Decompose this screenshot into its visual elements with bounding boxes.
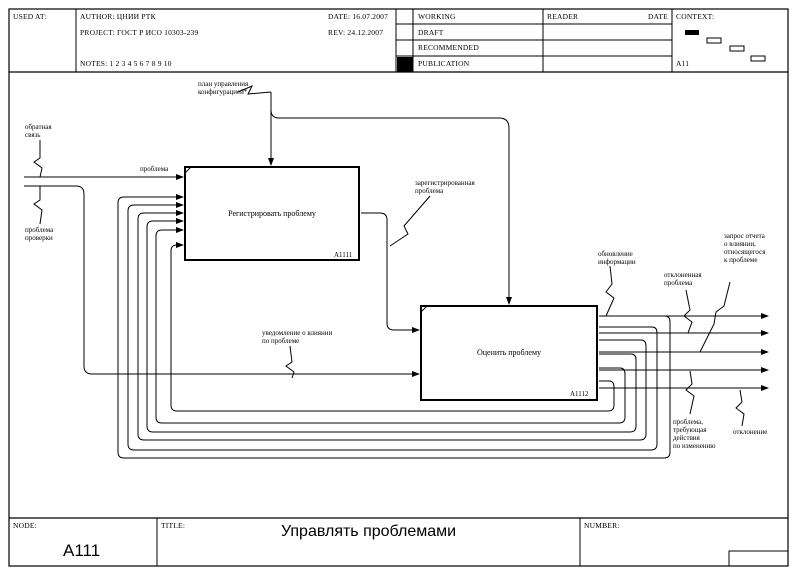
number-label: NUMBER: xyxy=(584,521,620,530)
used-at-label: USED AT: xyxy=(13,12,47,21)
title-label: TITLE: xyxy=(161,521,186,530)
project-field: PROJECT: ГОСТ Р ИСО 10303-239 xyxy=(80,28,199,37)
author-field: AUTHOR: ЦНИИ РТК xyxy=(80,12,156,21)
label-impact-report: запрос отчета о влиянии, относящегося к … xyxy=(724,232,766,264)
label-notification: уведомление о влиянии по проблеме xyxy=(262,329,333,345)
label-checked: проблема проверки xyxy=(25,226,54,242)
rev-field: REV: 24.12.2007 xyxy=(328,28,384,37)
label-problem: проблема xyxy=(140,165,169,173)
label-registered: зарегистрированная проблема xyxy=(415,179,475,195)
status-recommended: RECOMMENDED xyxy=(418,43,479,52)
reader-label: READER xyxy=(547,12,579,21)
label-info-update: обновление информации xyxy=(598,250,636,266)
label-needs-change: проблема, требующая действия по изменени… xyxy=(673,418,716,450)
status-working: WORKING xyxy=(418,12,456,21)
status-publication: PUBLICATION xyxy=(418,59,470,68)
label-feedback: обратная связь xyxy=(25,123,52,139)
activity-box-register xyxy=(184,166,360,261)
node-value: A111 xyxy=(63,541,101,560)
activity-box-evaluate xyxy=(420,305,598,401)
label-deviation: отклонение xyxy=(733,428,768,436)
context-label: CONTEXT: xyxy=(676,12,715,21)
box-register-id: A1111 xyxy=(334,251,353,259)
box-evaluate-id: A1112 xyxy=(570,390,589,398)
box-evaluate-title: Оценить проблему xyxy=(476,348,542,357)
label-rejected-problem: отклоненная проблема xyxy=(664,271,702,287)
box-register-title: Регистрировать проблему xyxy=(228,209,316,218)
notes-field: NOTES: 1 2 3 4 5 6 7 8 9 10 xyxy=(80,59,172,68)
diagram-title: Управлять проблемами xyxy=(280,523,457,540)
node-label: NODE: xyxy=(13,521,37,530)
reader-date-label: DATE xyxy=(648,12,668,21)
status-draft: DRAFT xyxy=(418,28,444,37)
date-field: DATE: 16.07.2007 xyxy=(328,12,389,21)
label-plan: план управления конфигурацией* xyxy=(198,80,249,96)
context-node: A11 xyxy=(676,59,690,68)
